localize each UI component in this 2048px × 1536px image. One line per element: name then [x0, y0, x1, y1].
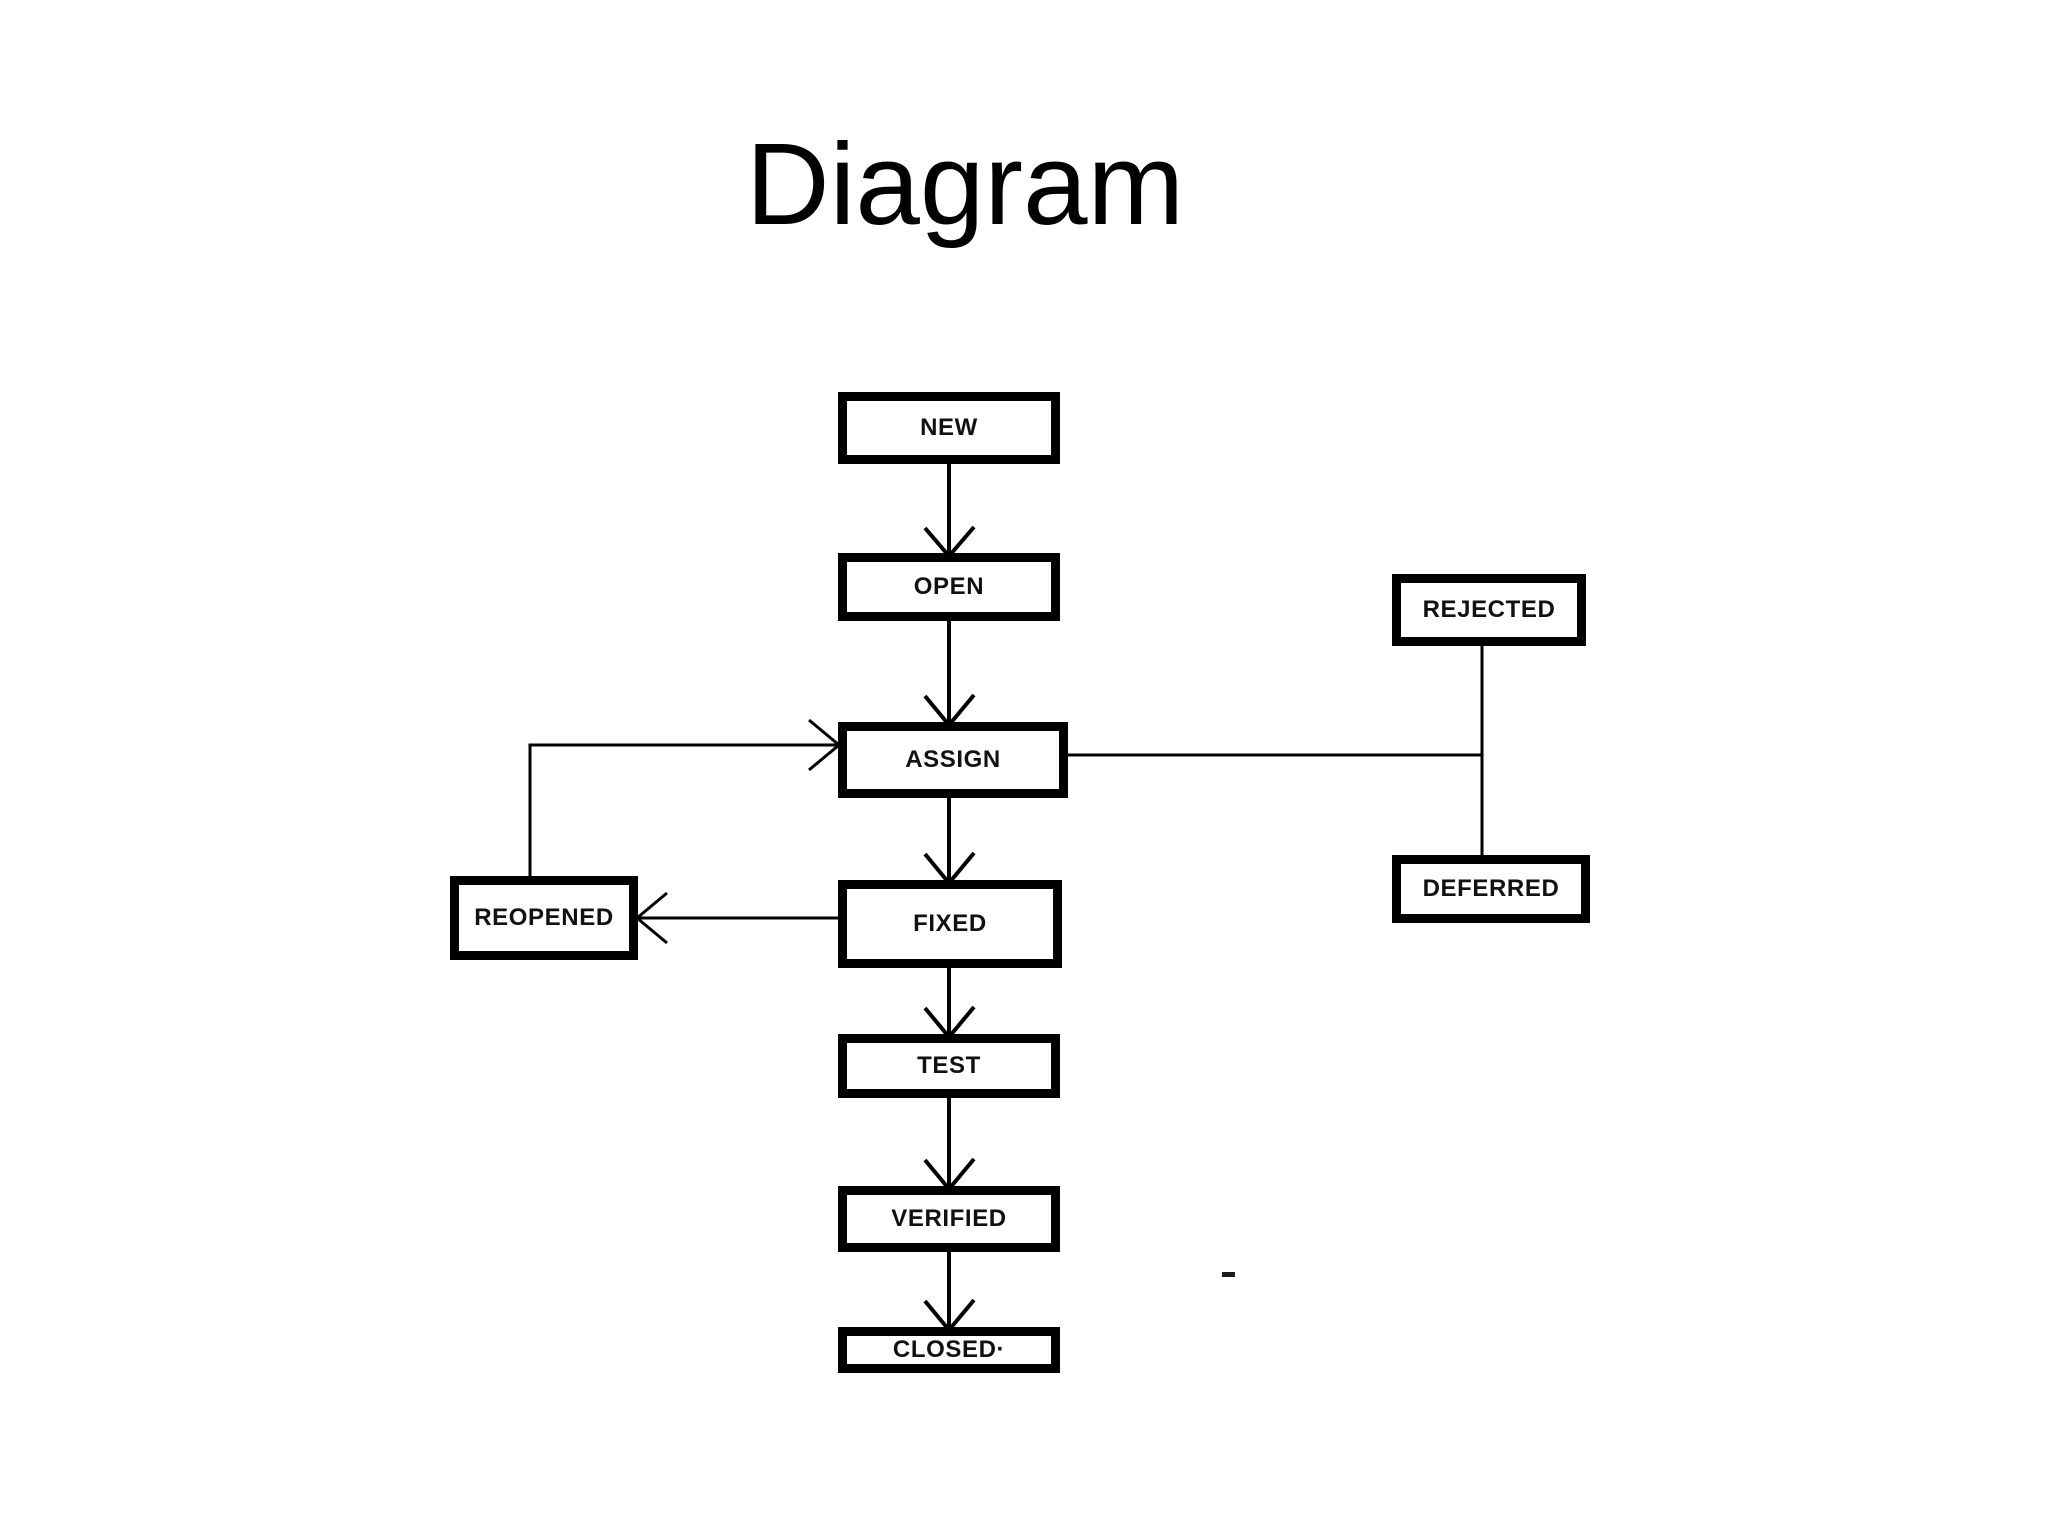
node-verified[interactable]: VERIFIED [838, 1186, 1060, 1252]
node-reopened[interactable]: REOPENED [450, 876, 638, 960]
stray-dash-mark [1222, 1272, 1235, 1277]
node-deferred[interactable]: DEFERRED [1392, 855, 1590, 923]
page-title: Diagram [745, 119, 1185, 249]
node-rejected-label: REJECTED [1422, 596, 1556, 623]
edge-fixed-to-reopened [634, 891, 838, 945]
edge-assign-to-rejected-deferred [1068, 646, 1484, 855]
edge-open-to-assign [923, 621, 976, 729]
node-open-label: OPEN [913, 573, 985, 600]
node-deferred-label: DEFERRED [1422, 875, 1560, 902]
node-new[interactable]: NEW [838, 392, 1060, 464]
node-new-label: NEW [920, 414, 978, 441]
node-fixed-label: FIXED [913, 910, 987, 937]
edge-reopened-to-assign [528, 718, 842, 876]
node-assign[interactable]: ASSIGN [838, 722, 1068, 798]
node-test-label: TEST [917, 1052, 981, 1079]
node-rejected[interactable]: REJECTED [1392, 574, 1586, 646]
node-verified-label: VERIFIED [891, 1205, 1007, 1232]
node-test[interactable]: TEST [838, 1034, 1060, 1098]
edge-fixed-to-test [923, 968, 976, 1041]
node-open[interactable]: OPEN [838, 553, 1060, 621]
node-closed[interactable]: CLOSED· [838, 1327, 1060, 1373]
node-reopened-label: REOPENED [474, 904, 614, 931]
edge-new-to-open [923, 464, 976, 560]
edge-assign-to-fixed [923, 798, 976, 887]
node-assign-label: ASSIGN [905, 746, 1001, 773]
edge-verified-to-closed [923, 1252, 976, 1334]
node-closed-label: CLOSED· [892, 1336, 1006, 1363]
node-fixed[interactable]: FIXED [838, 880, 1062, 968]
edge-test-to-verified [923, 1098, 976, 1193]
